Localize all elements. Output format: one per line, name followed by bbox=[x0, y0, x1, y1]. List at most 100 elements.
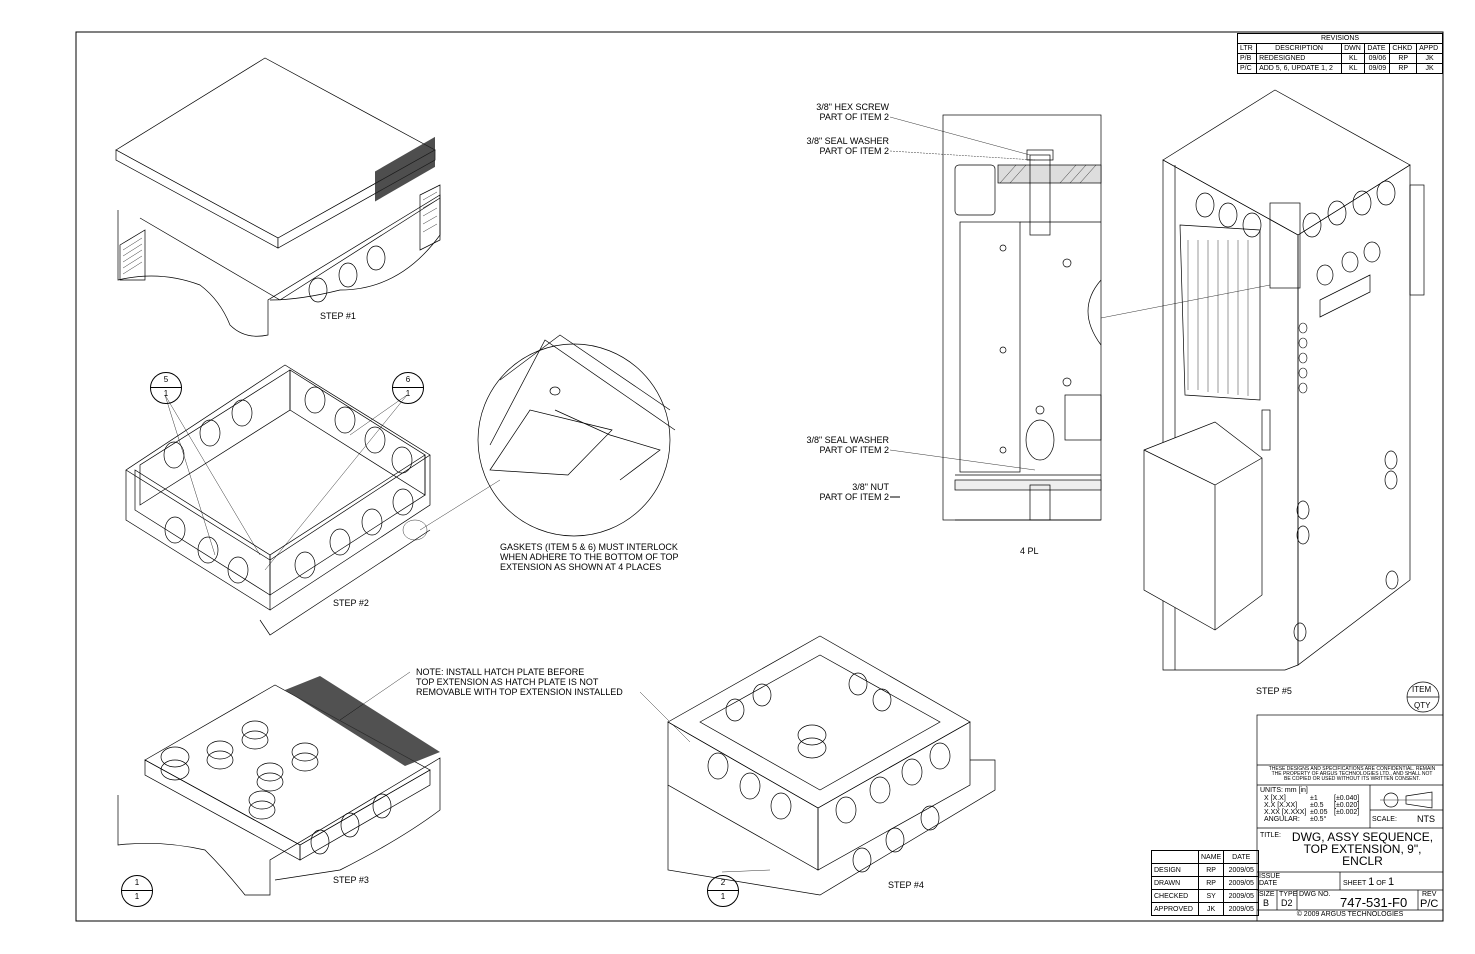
signoff-date: 2009/05 bbox=[1223, 876, 1260, 890]
title-label: TITLE: bbox=[1260, 832, 1282, 839]
notice-line: THESE DESIGNS AND SPECIFICATIONS ARE CON… bbox=[1268, 766, 1436, 772]
callout-line: PART OF ITEM 2 bbox=[819, 445, 889, 455]
revisions-header-row: LTR DESCRIPTION DWN DATE CHKD APPD bbox=[1236, 43, 1443, 54]
gasket-detail-circle bbox=[477, 334, 676, 537]
bubble-qty: 1 bbox=[405, 389, 411, 398]
sheet-label: SHEET bbox=[1343, 880, 1367, 887]
tol-metric: ±0.5 bbox=[1310, 802, 1324, 809]
units-label: UNITS: mm [in] bbox=[1260, 787, 1308, 794]
callout-line: PART OF ITEM 2 bbox=[819, 492, 889, 502]
rev-dwn: KL bbox=[1341, 53, 1366, 64]
rev-ltr: P/B bbox=[1236, 53, 1258, 64]
callout-line: 3/8" SEAL WASHER bbox=[806, 136, 889, 146]
tol-metric: ±0.5° bbox=[1310, 816, 1327, 823]
tol-format: X.X [X.XX] bbox=[1264, 802, 1298, 809]
revision-row: P/B REDESIGNED KL 09/06 RP JK bbox=[1236, 53, 1443, 64]
sheet-field: SHEET 1 OF 1 bbox=[1343, 876, 1394, 888]
tolerance-row: X.X [X.XX] ±0.5 [±0.020] bbox=[1264, 802, 1359, 809]
type-value: D2 bbox=[1281, 898, 1293, 908]
item-bubble: 2 1 bbox=[707, 875, 739, 907]
rev-date: 09/09 bbox=[1364, 63, 1391, 74]
signoff-role: DESIGN bbox=[1151, 863, 1199, 877]
step5-label: STEP #5 bbox=[1256, 686, 1292, 696]
step3-drawing bbox=[117, 671, 691, 896]
signoff-date: 2009/05 bbox=[1223, 902, 1260, 916]
signoff-name: RP bbox=[1197, 863, 1225, 877]
step2-drawing bbox=[125, 364, 501, 636]
note-line: EXTENSION AS SHOWN AT 4 PLACES bbox=[500, 562, 662, 572]
signoff-header-row: NAME DATE bbox=[1151, 850, 1260, 864]
size-value: B bbox=[1263, 898, 1270, 908]
seal-washer-top-callout: 3/8" SEAL WASHER PART OF ITEM 2 bbox=[806, 136, 889, 156]
scale-label: SCALE: bbox=[1372, 816, 1397, 823]
rev-col-date: DATE bbox=[1364, 43, 1391, 54]
signoff-role: APPROVED bbox=[1151, 902, 1199, 916]
title-line: TOP EXTENSION, 9", bbox=[1303, 842, 1422, 856]
legend-item: ITEM bbox=[1412, 685, 1432, 694]
signoff-row: CHECKED SY 2009/05 bbox=[1151, 889, 1260, 903]
size-field: SIZE B bbox=[1259, 891, 1275, 908]
bubble-divider bbox=[151, 387, 181, 388]
bubble-divider bbox=[708, 890, 738, 891]
rev-col-description: DESCRIPTION bbox=[1256, 43, 1343, 54]
tol-imperial: [±0.020] bbox=[1334, 802, 1360, 809]
bubble-divider bbox=[393, 387, 423, 388]
tol-imperial: [±0.002] bbox=[1334, 809, 1360, 816]
size-label: SIZE bbox=[1259, 891, 1275, 898]
rev-ltr: P/C bbox=[1236, 63, 1258, 74]
rev-dwn: KL bbox=[1341, 63, 1366, 74]
step1-drawing bbox=[115, 57, 441, 337]
step2-label: STEP #2 bbox=[333, 598, 369, 608]
notice-line: THE PROPERTY OF ARGUS TECHNOLOGIES LTD.,… bbox=[1271, 771, 1433, 777]
bubble-qty: 1 bbox=[134, 892, 140, 901]
step3-label: STEP #3 bbox=[333, 875, 369, 885]
step1-label: STEP #1 bbox=[320, 311, 356, 321]
sheet-border bbox=[75, 31, 1444, 922]
copyright: © 2009 ARGUS TECHNOLOGIES bbox=[1296, 911, 1404, 918]
revisions-table: REVISIONS LTR DESCRIPTION DWN DATE CHKD … bbox=[1236, 33, 1443, 74]
revisions-heading: REVISIONS bbox=[1237, 33, 1443, 44]
issue-label: ISSUE bbox=[1259, 873, 1281, 880]
signoff-name: SY bbox=[1197, 889, 1225, 903]
bubble-item: 6 bbox=[405, 375, 411, 384]
note-line: GASKETS (ITEM 5 & 6) MUST INTERLOCK bbox=[500, 542, 678, 552]
tol-metric: ±0.05 bbox=[1310, 809, 1328, 816]
bubble-item: 2 bbox=[720, 878, 726, 887]
of-label: OF bbox=[1376, 880, 1386, 887]
confidential-notice: THESE DESIGNS AND SPECIFICATIONS ARE CON… bbox=[1262, 767, 1442, 782]
hatch-note: NOTE: INSTALL HATCH PLATE BEFORE TOP EXT… bbox=[416, 667, 623, 697]
step4-label: STEP #4 bbox=[888, 880, 924, 890]
signoff-row: APPROVED JK 2009/05 bbox=[1151, 902, 1260, 916]
signoff-col-name: NAME bbox=[1197, 850, 1225, 864]
signoff-date: 2009/05 bbox=[1223, 863, 1260, 877]
rev-description: ADD 5, 6, UPDATE 1, 2 bbox=[1256, 63, 1343, 74]
rev-col-appd: APPD bbox=[1416, 43, 1443, 54]
bubble-qty: 1 bbox=[163, 389, 169, 398]
nut-callout: 3/8" NUT PART OF ITEM 2 bbox=[819, 482, 889, 502]
callout-line: PART OF ITEM 2 bbox=[819, 112, 889, 122]
signoff-row: DRAWN RP 2009/05 bbox=[1151, 876, 1260, 890]
revision-row: P/C ADD 5, 6, UPDATE 1, 2 KL 09/09 RP JK bbox=[1236, 63, 1443, 74]
bubble-qty: 1 bbox=[720, 892, 726, 901]
tolerance-row: X [X.X]±1[±0.040] bbox=[1264, 795, 1359, 802]
item-bubble: 1 1 bbox=[121, 875, 153, 907]
note-line: WHEN ADHERE TO THE BOTTOM OF TOP bbox=[500, 552, 679, 562]
drawing-title: DWG, ASSY SEQUENCE, TOP EXTENSION, 9", E… bbox=[1280, 831, 1445, 867]
rev-col-ltr: LTR bbox=[1236, 43, 1258, 54]
tol-imperial: [±0.040] bbox=[1334, 795, 1360, 802]
date-label: DATE bbox=[1259, 880, 1278, 887]
item-bubble: 5 1 bbox=[150, 372, 182, 404]
tol-metric: ±1 bbox=[1310, 795, 1318, 802]
sheet-total: 1 bbox=[1387, 876, 1395, 888]
notice-line: BE COPIED OR USED WITHOUT ITS WRITTEN CO… bbox=[1283, 776, 1421, 782]
title-line: DWG, ASSY SEQUENCE, bbox=[1291, 830, 1434, 844]
title-line: ENCLR bbox=[1342, 854, 1383, 868]
type-field: TYPE D2 bbox=[1279, 891, 1297, 908]
signoff-row: DESIGN RP 2009/05 bbox=[1151, 863, 1260, 877]
callout-line: PART OF ITEM 2 bbox=[819, 146, 889, 156]
gaskets-note: GASKETS (ITEM 5 & 6) MUST INTERLOCK WHEN… bbox=[500, 542, 679, 572]
rev-appd: JK bbox=[1416, 63, 1443, 74]
hex-screw-callout: 3/8" HEX SCREW PART OF ITEM 2 bbox=[816, 102, 889, 122]
title-block-frame bbox=[1256, 681, 1444, 922]
